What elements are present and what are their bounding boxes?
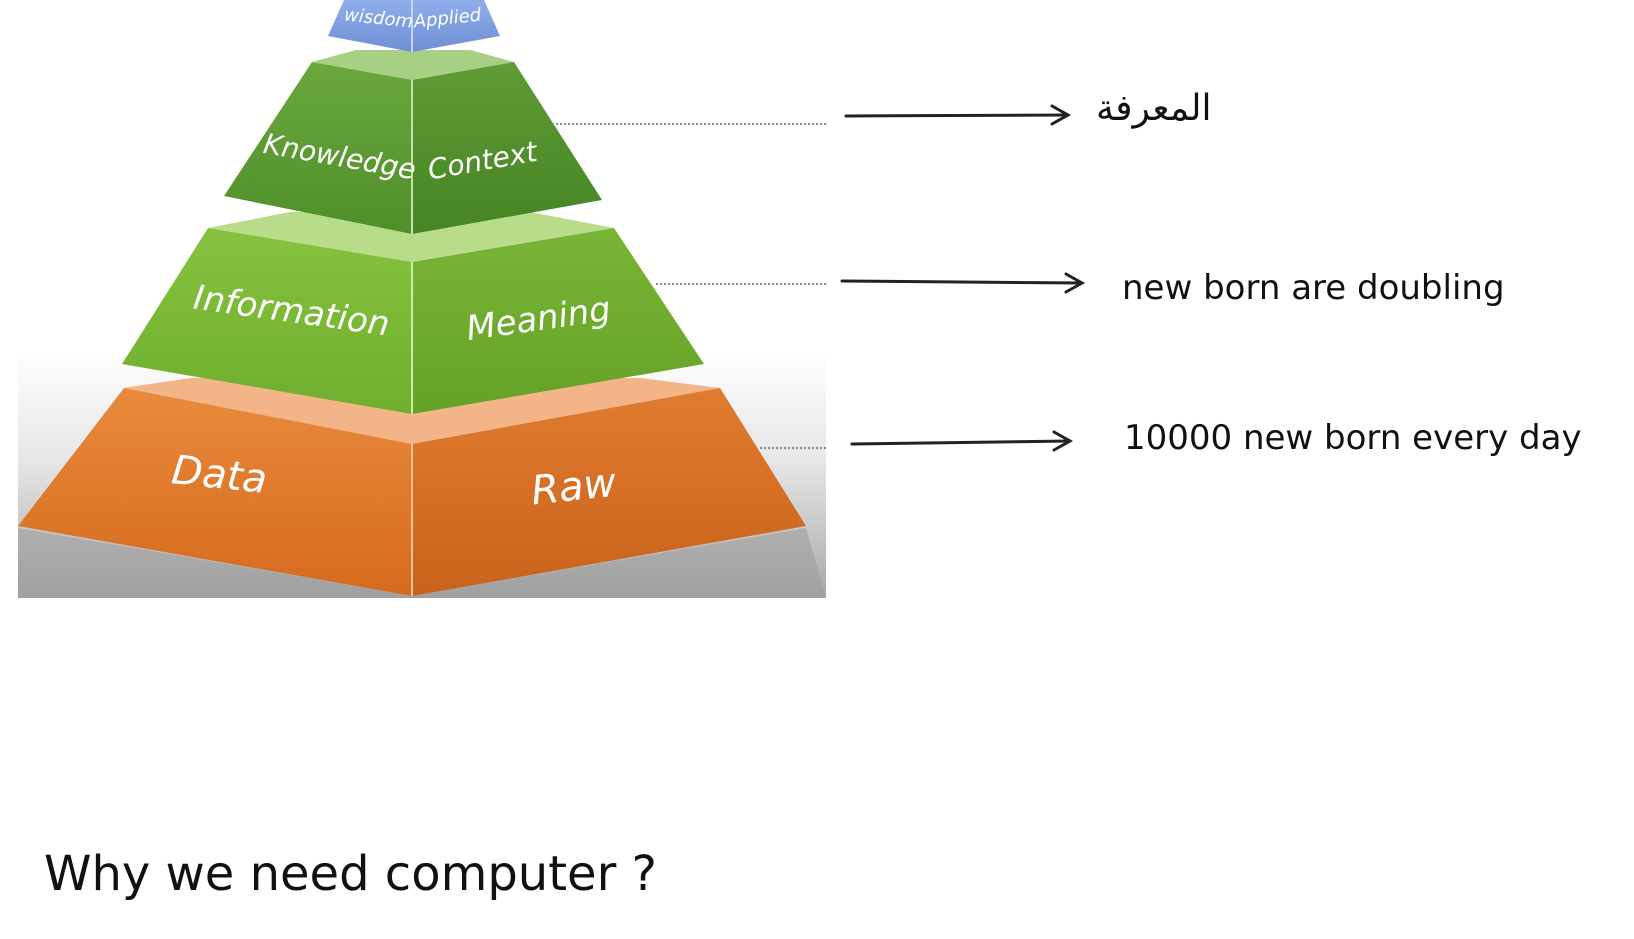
data-right-label: Raw	[529, 460, 619, 515]
knowledge-note: المعرفة	[1096, 88, 1212, 129]
layer-wisdom: wisdom Applied	[328, 0, 500, 52]
layer-information: Information Meaning	[122, 212, 704, 414]
layer-data: Data Raw	[18, 378, 806, 596]
information-left-face	[122, 228, 412, 414]
knowledge-right-face	[412, 62, 602, 234]
data-left-face	[18, 388, 412, 596]
knowledge-arrow	[844, 104, 1072, 126]
data-note: 10000 new born every day	[1124, 418, 1582, 458]
question-heading: Why we need computer ?	[44, 846, 658, 902]
floor-shadow	[18, 528, 826, 598]
wisdom-face	[328, 0, 500, 52]
information-top-face	[208, 212, 614, 262]
layer-knowledge: Knowledge Context	[224, 50, 602, 234]
information-right-face	[412, 228, 704, 414]
knowledge-top-face	[312, 50, 514, 80]
data-right-face	[412, 388, 806, 596]
data-left-label: Data	[169, 447, 269, 503]
knowledge-left-face	[224, 62, 412, 234]
information-note: new born are doubling	[1122, 268, 1505, 308]
data-arrow	[850, 430, 1074, 452]
information-arrow	[840, 272, 1086, 294]
